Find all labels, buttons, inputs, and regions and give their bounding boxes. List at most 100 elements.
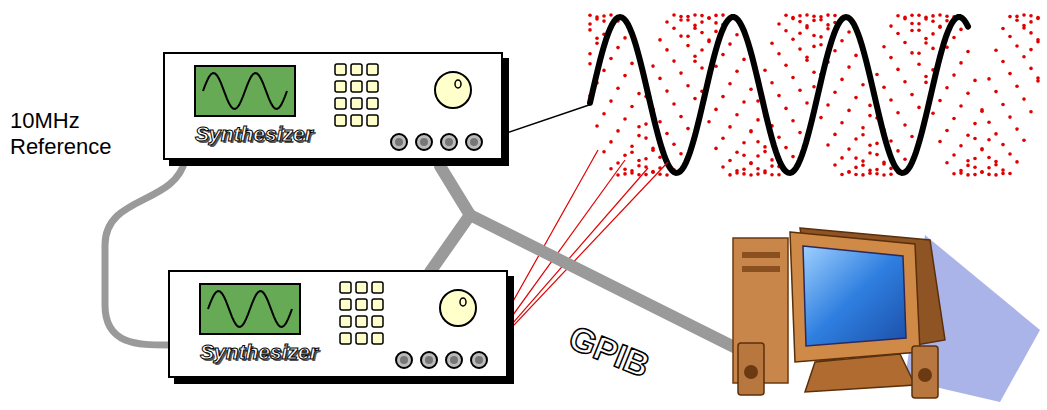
- wave-dot: [679, 18, 683, 22]
- wave-dot: [1029, 67, 1033, 71]
- wave-dot: [847, 109, 851, 113]
- wave-dot: [609, 167, 613, 171]
- jack-hole: [450, 356, 458, 364]
- wave-dot: [609, 99, 613, 103]
- wave-dot: [756, 167, 760, 171]
- wave-dot: [756, 172, 760, 176]
- connector-jack: [466, 134, 482, 150]
- key-button: [367, 81, 378, 92]
- wave-dot: [644, 173, 648, 177]
- wave-dot: [868, 114, 872, 118]
- wave-dot: [840, 121, 844, 125]
- wave-dot: [588, 62, 592, 66]
- wave-dot: [994, 173, 998, 177]
- wave-dot: [924, 81, 928, 85]
- wave-dot: [875, 168, 879, 172]
- monitor-base: [805, 354, 915, 392]
- wave-dot: [959, 104, 963, 108]
- wave-dot: [924, 37, 928, 41]
- wave-dot: [749, 130, 753, 134]
- wave-dot: [672, 142, 676, 146]
- wave-dot: [686, 15, 690, 19]
- wave-dot: [994, 132, 998, 136]
- wave-dot: [1001, 172, 1005, 176]
- drive: [742, 252, 780, 258]
- wave-dot: [861, 83, 865, 87]
- wave-dot: [791, 37, 795, 41]
- wave-dot: [903, 123, 907, 127]
- wave-dot: [791, 119, 795, 123]
- wave-dot: [819, 35, 823, 39]
- screen: [803, 246, 906, 346]
- wave-dot: [952, 153, 956, 157]
- jack-hole: [395, 138, 403, 146]
- display-wave: [208, 291, 292, 327]
- wave-dot: [938, 25, 942, 29]
- wave-dot: [742, 58, 746, 62]
- wave-dot: [910, 29, 914, 33]
- wave-dot: [987, 138, 991, 142]
- wave-dot: [826, 143, 830, 147]
- wave-dot: [749, 162, 753, 166]
- wave-dot: [742, 141, 746, 145]
- drive: [742, 266, 780, 272]
- wave-dot: [798, 131, 802, 135]
- key-button: [335, 115, 346, 126]
- key-button: [356, 316, 367, 327]
- display-wave: [203, 73, 287, 109]
- wave-dot: [910, 135, 914, 139]
- wave-dot: [595, 42, 599, 46]
- wave-dot: [798, 88, 802, 92]
- wave-dot: [875, 172, 879, 176]
- wave-dot: [903, 158, 907, 162]
- wave-dot: [896, 14, 900, 18]
- key-button: [351, 64, 362, 75]
- wave-dot: [714, 21, 718, 25]
- wave-dot: [679, 34, 683, 38]
- wave-dot: [651, 147, 655, 151]
- speaker-cone: [918, 368, 932, 382]
- wave-dot: [1022, 138, 1026, 142]
- key-button: [340, 333, 351, 344]
- wave-dot: [994, 160, 998, 164]
- wave-dot: [910, 51, 914, 55]
- wave-dot: [658, 120, 662, 124]
- wave-dot: [693, 97, 697, 101]
- wave-dot: [588, 22, 592, 26]
- wave-dot: [1036, 17, 1040, 21]
- wave-dot: [819, 116, 823, 120]
- wave-dot: [868, 151, 872, 155]
- wave-dot: [945, 19, 949, 23]
- wave-dot: [700, 20, 704, 24]
- wave-dot: [966, 173, 970, 177]
- wave-dot: [917, 106, 921, 110]
- knob: [435, 72, 471, 108]
- wave-dot: [889, 24, 893, 28]
- wave-dot: [742, 100, 746, 104]
- wave-dot: [770, 164, 774, 168]
- wave-dot: [756, 99, 760, 103]
- wave-dot: [672, 102, 676, 106]
- wave-dot: [749, 87, 753, 91]
- red-dotted-waves: [588, 13, 1040, 177]
- key-button: [335, 64, 346, 75]
- wave-dot: [882, 173, 886, 177]
- wave-dot: [735, 33, 739, 37]
- wave-dot: [665, 173, 669, 177]
- wave-dot: [931, 32, 935, 36]
- wave-dot: [602, 69, 606, 73]
- wave-dot: [1029, 20, 1033, 24]
- wave-dot: [994, 163, 998, 167]
- wave-dot: [721, 136, 725, 140]
- wave-dot: [1015, 18, 1019, 22]
- wave-dot: [679, 115, 683, 119]
- connector-jack: [396, 352, 412, 368]
- key-button: [356, 333, 367, 344]
- wave-dot: [903, 41, 907, 45]
- wave-dot: [966, 91, 970, 95]
- key-button: [351, 98, 362, 109]
- wave-dot: [952, 117, 956, 121]
- wave-dot: [700, 31, 704, 35]
- wave-dot: [847, 30, 851, 34]
- wave-dot: [665, 89, 669, 93]
